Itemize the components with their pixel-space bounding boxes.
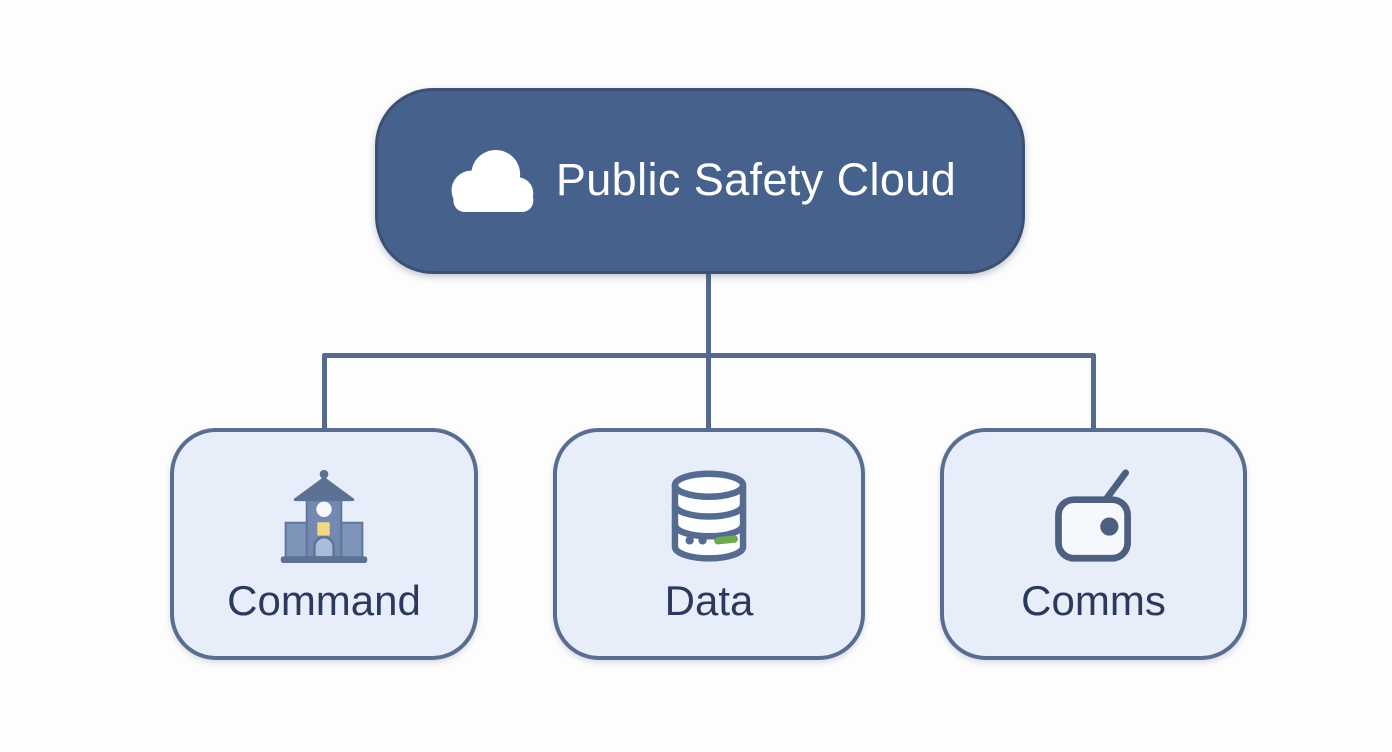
connector-left-vertical [322, 353, 327, 433]
cloud-icon [444, 146, 538, 216]
connector-horizontal-bus [322, 353, 1096, 358]
database-icon [663, 464, 755, 568]
data-label: Data [664, 577, 754, 624]
building-icon [276, 464, 372, 568]
connector-right-vertical [1091, 353, 1096, 433]
connector-root-vertical [706, 270, 711, 432]
radio-icon [1046, 464, 1142, 568]
root-label: Public Safety Cloud [555, 153, 957, 205]
node-public-safety-cloud: Public Safety Cloud [375, 88, 1025, 274]
comms-label: Comms [1021, 577, 1166, 624]
node-data: Data [553, 428, 865, 660]
command-label: Command [227, 577, 421, 624]
node-command: Command [170, 428, 478, 660]
node-comms: Comms [940, 428, 1247, 660]
